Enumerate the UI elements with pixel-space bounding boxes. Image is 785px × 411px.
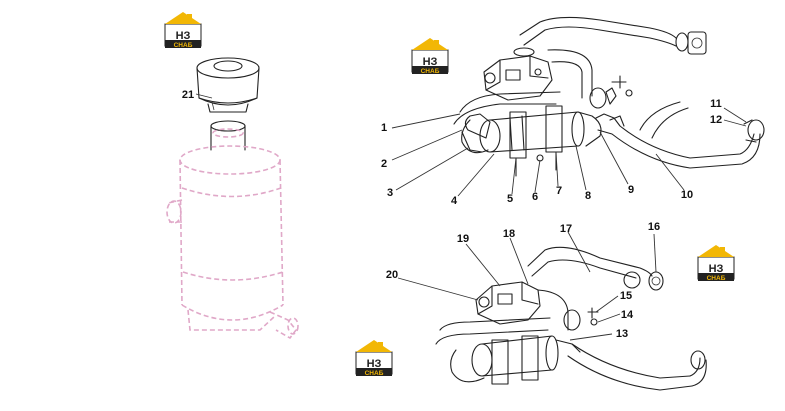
callout-labels: 21 1 2 3 4 5 6 7 8 9 10 11 12 13 14 15 1… xyxy=(182,89,722,340)
logo-mark: НЗ xyxy=(709,263,724,275)
brand-logo-right: НЗ СНАБ xyxy=(697,245,735,282)
brand-logo-bottom-left: НЗ СНАБ xyxy=(355,340,393,377)
callout-2: 2 xyxy=(381,158,387,170)
callout-18: 18 xyxy=(503,228,515,240)
callout-12: 12 xyxy=(710,114,722,126)
logo-caption: СНАБ xyxy=(174,42,193,49)
egr-cooler-pipes xyxy=(453,49,633,125)
callout-13: 13 xyxy=(616,328,628,340)
logo-mark: НЗ xyxy=(367,358,382,370)
callout-1: 1 xyxy=(381,122,387,134)
leader-lines xyxy=(195,93,747,341)
callout-9: 9 xyxy=(628,184,634,196)
logo-mark: НЗ xyxy=(176,30,191,42)
callout-8: 8 xyxy=(585,190,591,202)
egr-valve-actuator xyxy=(483,47,553,101)
callout-10: 10 xyxy=(681,189,693,201)
egr-cooler-body-lower-view xyxy=(435,317,707,391)
callout-21: 21 xyxy=(182,89,194,101)
egr-valve-actuator-lower-view xyxy=(475,281,599,331)
air-filter-housing xyxy=(166,120,299,340)
logo-mark: НЗ xyxy=(423,56,438,68)
egr-pipe-upper-lower-view xyxy=(527,246,664,291)
callout-7: 7 xyxy=(556,185,562,197)
brand-logo-top-left: НЗ СНАБ xyxy=(164,12,202,49)
callout-3: 3 xyxy=(387,187,393,199)
callout-17: 17 xyxy=(560,223,572,235)
callout-14: 14 xyxy=(621,309,634,321)
air-filter-cap xyxy=(196,57,260,113)
callout-15: 15 xyxy=(620,290,632,302)
callout-5: 5 xyxy=(507,193,513,205)
logo-caption: СНАБ xyxy=(365,370,384,377)
egr-pipe-upper xyxy=(519,16,707,55)
callout-6: 6 xyxy=(532,191,538,203)
brand-logo-top-center: НЗ СНАБ xyxy=(411,38,449,75)
egr-pipe-lower xyxy=(595,101,765,169)
callout-20: 20 xyxy=(386,269,398,281)
logo-caption: СНАБ xyxy=(707,275,726,282)
callout-4: 4 xyxy=(451,195,458,207)
logo-caption: СНАБ xyxy=(421,68,440,75)
callout-16: 16 xyxy=(648,221,660,233)
callout-11: 11 xyxy=(710,98,722,110)
egr-cooler-body xyxy=(461,105,602,177)
callout-19: 19 xyxy=(457,233,469,245)
